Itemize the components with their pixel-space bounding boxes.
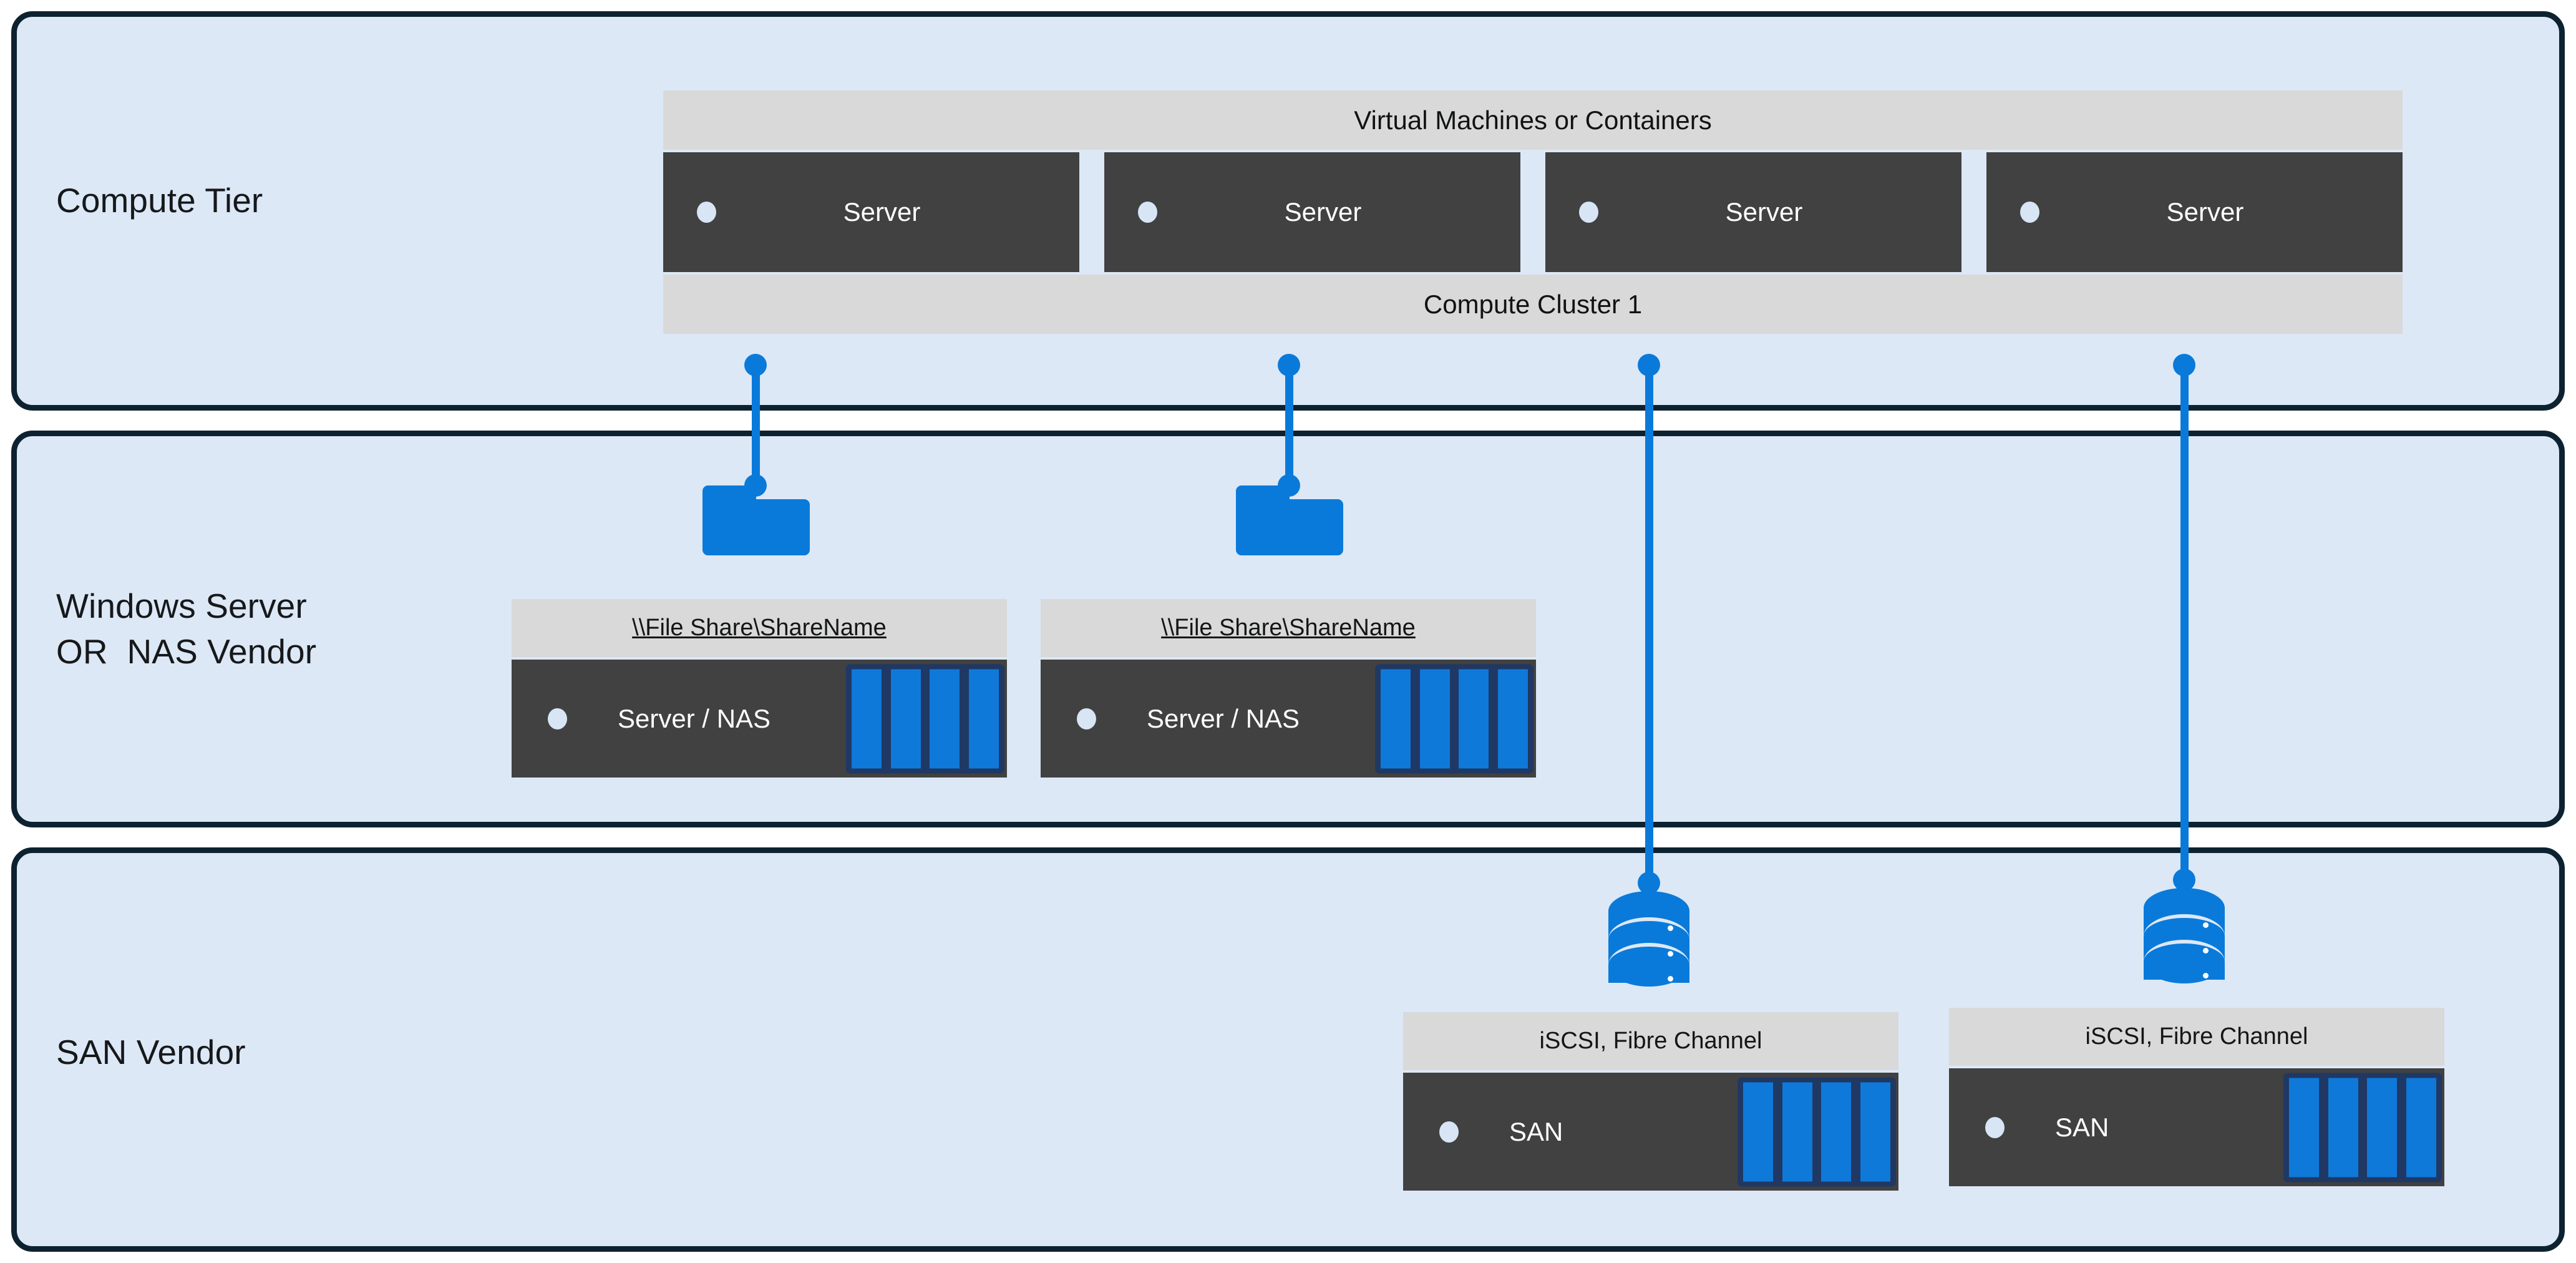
status-led-icon (1985, 1116, 2005, 1138)
drive-bay-icon (2328, 1078, 2358, 1177)
status-led-icon (1077, 708, 1096, 729)
drive-bay-icon (1419, 669, 1450, 768)
compute-server-1-label: Server (843, 197, 921, 227)
connector-endpoint-top-4 (2173, 354, 2195, 376)
folder-icon (1236, 485, 1343, 555)
drive-bay-icon (852, 669, 882, 768)
status-led-icon (1439, 1121, 1459, 1143)
compute-cluster-band: Compute Cluster 1 (663, 275, 2403, 334)
connector-endpoint-top-1 (744, 354, 767, 376)
drive-bay-icon (1459, 669, 1489, 768)
drive-bay-icon (968, 669, 999, 768)
nas-device-2-body: Server / NAS (1041, 660, 1536, 778)
database-icon (2144, 888, 2225, 991)
connector-line-4 (2180, 365, 2189, 883)
drive-bay-icon (2406, 1078, 2436, 1177)
db-indicator (2203, 948, 2209, 953)
tier-label-compute: Compute Tier (56, 181, 263, 220)
vm-container-band: Virtual Machines or Containers (663, 90, 2403, 150)
drive-bay-icon (1821, 1082, 1852, 1181)
compute-cluster-group: Virtual Machines or Containers Server Se… (663, 90, 2403, 334)
san-device-2[interactable]: iSCSI, Fibre Channel SAN (1949, 1008, 2444, 1186)
nas-device-2-label: Server / NAS (1147, 703, 1300, 733)
san-device-1-label: SAN (1509, 1116, 1563, 1146)
status-led-icon (2020, 202, 2039, 223)
compute-server-4[interactable]: Server (1986, 152, 2403, 272)
compute-server-2-label: Server (1284, 197, 1362, 227)
drive-bay-icon (1381, 669, 1411, 768)
san-device-1-protocol-header: iSCSI, Fibre Channel (1403, 1012, 1898, 1070)
drive-bay-icon (1860, 1082, 1890, 1181)
drive-bay-group (1738, 1077, 1896, 1186)
nas-device-1-share-header[interactable]: \\File Share\ShareName (512, 599, 1007, 657)
drive-bay-group (1375, 664, 1533, 773)
connector-endpoint-bottom-4 (2173, 869, 2195, 891)
connector-line-3 (1645, 365, 1653, 886)
drive-bay-icon (890, 669, 921, 768)
compute-server-3-label: Server (1725, 197, 1803, 227)
nas-device-1-body: Server / NAS (512, 660, 1007, 778)
drive-bay-group (2283, 1073, 2442, 1182)
drive-bay-icon (1743, 1082, 1773, 1181)
compute-server-1[interactable]: Server (663, 152, 1079, 272)
status-led-icon (1138, 202, 1157, 223)
db-indicator (1668, 925, 1673, 931)
connector-line-1 (752, 365, 760, 487)
drive-bay-icon (2367, 1078, 2398, 1177)
connector-line-2 (1285, 365, 1293, 487)
nas-device-2[interactable]: \\File Share\ShareName Server / NAS (1041, 599, 1536, 778)
nas-device-1-label: Server / NAS (618, 703, 771, 733)
san-device-1[interactable]: iSCSI, Fibre Channel SAN (1403, 1012, 1898, 1191)
db-indicator (1668, 976, 1673, 982)
connector-endpoint-top-3 (1638, 354, 1660, 376)
tier-label-nas: Windows Server OR NAS Vendor (56, 587, 317, 671)
drive-bay-icon (930, 669, 960, 768)
folder-body (1236, 499, 1343, 555)
db-indicator (1668, 951, 1673, 957)
compute-server-4-label: Server (2166, 197, 2244, 227)
db-ring-2 (2144, 940, 2225, 983)
db-ring-2 (1608, 943, 1689, 987)
db-indicator (2203, 973, 2209, 978)
drive-bay-group (846, 664, 1004, 773)
database-icon (1608, 891, 1689, 994)
san-device-2-protocol-header: iSCSI, Fibre Channel (1949, 1008, 2444, 1066)
nas-device-2-share-header[interactable]: \\File Share\ShareName (1041, 599, 1536, 657)
db-indicator (2203, 922, 2209, 928)
connector-endpoint-bottom-3 (1638, 872, 1660, 894)
drive-bay-icon (1782, 1082, 1812, 1181)
san-device-2-body: SAN (1949, 1068, 2444, 1186)
tier-label-san: SAN Vendor (56, 1033, 246, 1071)
status-led-icon (697, 202, 716, 223)
san-device-2-label: SAN (2055, 1112, 2109, 1142)
folder-icon (702, 485, 810, 555)
status-led-icon (548, 708, 567, 729)
compute-server-2[interactable]: Server (1104, 152, 1520, 272)
compute-server-3[interactable]: Server (1545, 152, 1961, 272)
drive-bay-icon (2289, 1078, 2319, 1177)
status-led-icon (1579, 202, 1598, 223)
nas-device-1[interactable]: \\File Share\ShareName Server / NAS (512, 599, 1007, 778)
san-device-1-body: SAN (1403, 1073, 1898, 1191)
server-row: Server Server Server Server (663, 152, 2403, 272)
connector-endpoint-top-2 (1278, 354, 1300, 376)
drive-bay-icon (1497, 669, 1528, 768)
folder-body (702, 499, 810, 555)
